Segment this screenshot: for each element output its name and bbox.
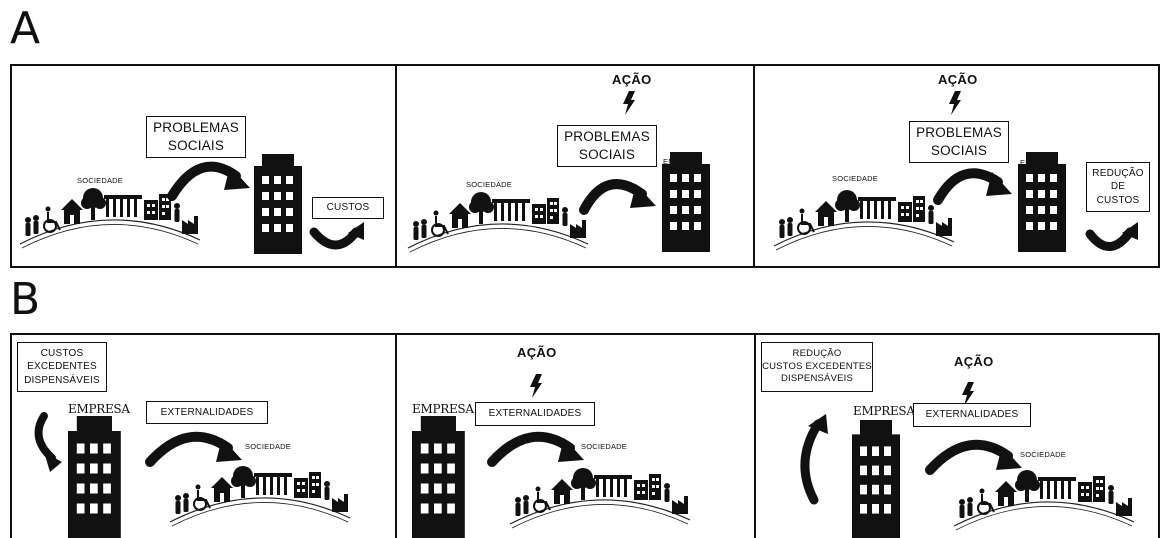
society-skyline-icon-b3: [954, 470, 1134, 530]
externalidades-label-b3: EXTERNALIDADES: [913, 403, 1031, 427]
building-icon-b3: [852, 420, 900, 538]
problemas-sociais-label-a2: PROBLEMAS SOCIAIS: [557, 125, 657, 167]
lightning-icon-a2: [623, 91, 635, 115]
custos-excedentes-label-b1: CUSTOS EXCEDENTES DISPENSÁVEIS: [17, 342, 107, 392]
custos-label-a1: CUSTOS: [312, 197, 384, 219]
empresa-label-a1: EMPRESA: [254, 164, 292, 173]
sociedade-label-a3: SOCIEDADE: [832, 174, 878, 183]
sociedade-label-a2: SOCIEDADE: [466, 180, 512, 189]
society-skyline-icon-b2: [510, 468, 690, 528]
curved-arrow-icon-a3b: [1090, 232, 1130, 247]
problemas-sociais-label-a3: PROBLEMAS SOCIAIS: [909, 121, 1009, 163]
sociedade-label-a1: SOCIEDADE: [77, 176, 123, 185]
lightning-icon-b2: [530, 374, 542, 398]
problemas-sociais-label-a1: PROBLEMAS SOCIAIS: [146, 116, 246, 158]
reducao-custos-excedentes-label-b3: REDUÇÃO CUSTOS EXCEDENTES DISPENSÁVEIS: [761, 342, 873, 392]
society-skyline-icon-a2: [408, 192, 588, 252]
acao-label-a3: AÇÃO: [938, 72, 977, 87]
acao-label-b3: AÇÃO: [954, 354, 993, 369]
building-icon-a2: [662, 152, 710, 252]
empresa-label-a3: EMPRESA: [1020, 158, 1058, 167]
lightning-icon-a3: [949, 91, 961, 115]
curved-arrow-icon-b3: [805, 424, 818, 500]
curved-arrow-icon-b2: [492, 437, 570, 462]
externalidades-label-b1: EXTERNALIDADES: [146, 401, 268, 424]
curved-arrow-icon-b3b: [930, 445, 1008, 470]
sociedade-label-b3: SOCIEDADE: [1020, 450, 1066, 459]
building-icon-b1: [68, 416, 121, 538]
sociedade-label-b1: SOCIEDADE: [245, 442, 291, 451]
building-icon-b2: [412, 416, 465, 538]
empresa-label-a2: EMPRESA: [663, 157, 701, 166]
curved-arrow-icon-b1b: [150, 437, 228, 462]
empresa-label-b1: EMPRESA: [68, 402, 130, 416]
acao-label-a2: AÇÃO: [612, 72, 651, 87]
empresa-label-b3: EMPRESA: [853, 404, 915, 418]
sociedade-label-b2: SOCIEDADE: [581, 442, 627, 451]
acao-label-b2: AÇÃO: [517, 345, 556, 360]
externalidades-label-b2: EXTERNALIDADES: [475, 402, 595, 426]
society-skyline-icon-a3: [774, 190, 954, 250]
reducao-de-custos-label-a3: REDUÇÃO DE CUSTOS: [1086, 162, 1150, 212]
curved-arrow-icon-b1: [39, 416, 52, 458]
empresa-label-b2: EMPRESA: [412, 402, 474, 416]
society-skyline-icon-b1: [170, 466, 350, 526]
curved-arrow-icon-a1b: [314, 232, 356, 245]
building-icon-a3: [1018, 152, 1066, 252]
